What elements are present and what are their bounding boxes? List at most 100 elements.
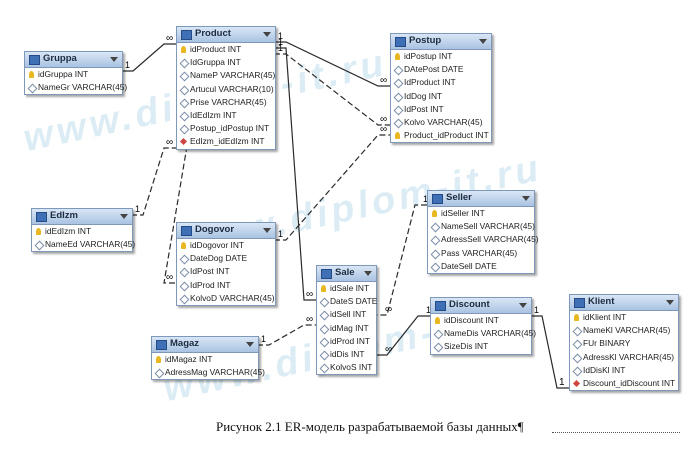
table-column[interactable]: DateDog DATE [177,252,275,265]
table-column[interactable]: NameKl VARCHAR(45) [570,324,678,337]
collapse-arrow-icon[interactable] [246,342,254,347]
table-header[interactable]: EdIzm [32,209,132,225]
table-column[interactable]: NameEd VARCHAR(45) [32,238,135,251]
collapse-arrow-icon[interactable] [364,271,372,276]
relation-line-product-postup[interactable] [274,41,390,87]
table-column[interactable]: idSell INT [317,308,376,321]
table-header[interactable]: Product [177,27,275,43]
table-column[interactable]: IdDisKl INT [570,364,678,377]
table-column[interactable]: NameDis VARCHAR(45) [431,327,536,340]
table-column[interactable]: AdressKl VARCHAR(45) [570,351,678,364]
table-column[interactable]: Product_idProduct INT [391,129,491,142]
table-column[interactable]: DateS DATE [317,295,377,308]
relation-line-discount-sale[interactable] [375,315,430,356]
column-label: IdProd INT [190,279,231,290]
table-column[interactable]: idProd INT [317,335,376,348]
table-header[interactable]: Dogovor [177,223,275,239]
table-header[interactable]: Seller [428,191,534,207]
table-column[interactable]: AdressMag VARCHAR(45) [152,366,265,379]
table-header[interactable]: Gruppa [25,52,122,68]
table-column[interactable]: EdIzm_idEdIzm INT [177,135,275,148]
table-column[interactable]: idSeller INT [428,207,534,220]
table-column[interactable]: DateSell DATE [428,260,534,273]
table-column[interactable]: KolvoS INT [317,361,376,374]
table-column[interactable]: FUr BINARY [570,337,678,350]
column-label: idProduct INT [190,44,242,54]
collapse-arrow-icon[interactable] [263,228,271,233]
table-column[interactable]: idProduct INT [177,43,275,56]
table-column[interactable]: idMagaz INT [152,353,258,366]
table-column[interactable]: AdressSell VARCHAR(45) [428,233,539,246]
collapse-arrow-icon[interactable] [110,57,118,62]
collapse-arrow-icon[interactable] [120,214,128,219]
table-column[interactable]: IdProduct INT [391,76,491,89]
column-label: idMag INT [330,322,369,333]
table-column[interactable]: IdPost INT [177,265,275,278]
collapse-arrow-icon[interactable] [522,196,530,201]
collapse-arrow-icon[interactable] [666,300,674,305]
table-column[interactable]: SizeDis INT [431,340,531,353]
table-column[interactable]: NameGr VARCHAR(45) [25,81,127,94]
collapse-arrow-icon[interactable] [263,32,271,37]
collapse-arrow-icon[interactable] [479,39,487,44]
table-column[interactable]: NameSell VARCHAR(45) [428,220,535,233]
table-column[interactable]: KolvoD VARCHAR(45) [177,292,275,305]
column-icon [319,337,330,348]
table-column[interactable]: IdPost INT [391,103,491,116]
table-column[interactable]: idKlient INT [570,311,678,324]
table-header[interactable]: Discount [431,298,531,314]
column-label: Prise VARCHAR(45) [190,96,267,107]
table-column[interactable]: idMag INT [317,322,376,335]
relation-line-gruppa-product[interactable] [121,43,176,72]
cardinality-label: 1 [559,377,565,388]
table-header[interactable]: Postup [391,34,491,50]
relation-line-discount-klient[interactable] [530,315,569,389]
table-column[interactable]: IdGruppa INT [177,56,275,69]
relation-line-edizm-product[interactable] [131,147,176,216]
table-column[interactable]: IdDog INT [391,90,491,103]
primary-key-icon [29,71,34,78]
table-column[interactable]: Kolvo VARCHAR(45) [391,116,491,129]
table-column[interactable]: DAtePost DATE [391,63,491,76]
table-column[interactable]: IdProd INT [177,279,275,292]
primary-key-icon [432,210,437,217]
table-column[interactable]: IdEdIzm INT [177,109,275,122]
table-column[interactable]: idEdIzm INT [32,225,132,238]
collapse-arrow-icon[interactable] [519,303,527,308]
table-title: Dogovor [195,224,235,235]
table-column[interactable]: Discount_idDiscount INT [570,377,678,390]
relation-line-product-postup[interactable] [274,53,390,126]
table-column[interactable]: idDis INT [317,348,376,361]
table-header[interactable]: Klient [570,295,678,311]
table-column[interactable]: Postup_idPostup INT [177,122,275,135]
relation-line-product-sale[interactable] [274,47,316,301]
table-column[interactable]: idGruppa INT [25,68,122,81]
relation-line-magaz-sale[interactable] [257,324,316,346]
column-label: DateSell DATE [441,260,497,271]
column-label: IdDog INT [404,90,443,101]
table-column[interactable]: idPostup INT [391,50,491,63]
table-column[interactable]: idDogovor INT [177,239,275,252]
table-column[interactable]: idDiscount INT [431,314,531,327]
table-column[interactable]: Artucul VARCHAR(10) [177,83,275,96]
table-column[interactable]: idSale INT [317,282,376,295]
relation-line-seller-sale[interactable] [375,204,427,316]
table-header[interactable]: Magaz [152,337,258,353]
table-column[interactable]: NameP VARCHAR(45) [177,69,275,82]
relation-line-dogovor-postup[interactable] [274,134,390,241]
table-header[interactable]: Sale [317,266,376,282]
cardinality-label: 1 [534,305,539,315]
table-column[interactable]: Prise VARCHAR(45) [177,96,275,109]
table-column[interactable]: Pass VARCHAR(45) [428,247,534,260]
column-icon [319,297,330,308]
